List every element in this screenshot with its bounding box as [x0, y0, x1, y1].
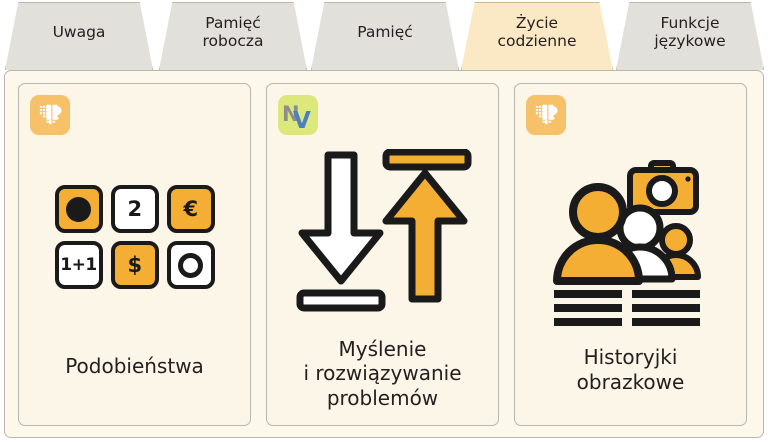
tab-pamiec[interactable]: Pamięć	[311, 2, 459, 70]
tab-pamiec-robocza[interactable]: Pamięć robocza	[159, 2, 307, 70]
card-caption: Historyjki obrazkowe	[521, 345, 740, 395]
card-caption: Myślenie i rozwiązywanie problemów	[273, 337, 492, 411]
up-down-arrows-icon	[267, 142, 498, 332]
symbol-euro: €	[166, 185, 215, 233]
tab-label: Życie codzienne	[497, 14, 577, 50]
brain-badge-icon	[30, 95, 70, 135]
card-myslenie-problemy[interactable]: N V Myślenie i ro	[266, 83, 499, 426]
card-historyjki-obrazkowe[interactable]: Historyjki obrazkowe	[514, 83, 747, 426]
ring-circle-icon	[178, 252, 203, 278]
svg-text:N: N	[282, 102, 300, 126]
camera-icon	[626, 160, 699, 215]
svg-text:V: V	[293, 108, 311, 131]
symbol-ring	[166, 241, 215, 289]
symbol-glyph: 1+1	[60, 255, 97, 275]
caption-line: obrazkowe	[576, 370, 685, 395]
people-camera-story-icon	[515, 142, 746, 332]
caption-line: Podobieństwa	[65, 354, 204, 379]
text-lines	[553, 290, 700, 326]
tab-uwaga[interactable]: Uwaga	[5, 2, 153, 70]
brain-badge-icon	[526, 95, 566, 135]
tab-label: Pamięć	[357, 22, 413, 41]
caption-line: Historyjki	[583, 345, 678, 370]
symbol-grid: 2 € 1+1 $	[54, 185, 215, 289]
tab-funkcje-jezykowe[interactable]: Funkcje językowe	[616, 2, 764, 70]
caption-line: Myślenie	[338, 336, 427, 361]
symbol-two: 2	[110, 185, 159, 233]
tab-label: Uwaga	[52, 22, 106, 41]
solid-circle-icon	[66, 196, 91, 222]
symbol-grid-icon: 2 € 1+1 $	[19, 142, 250, 332]
symbol-filled-dot	[54, 185, 103, 233]
tab-zycie-codzienne[interactable]: Życie codzienne	[461, 2, 613, 70]
symbol-dollar: $	[110, 241, 159, 289]
tab-bar: Uwaga Pamięć robocza Pamięć Życie codzie…	[0, 0, 768, 72]
card-caption: Podobieństwa	[25, 354, 244, 379]
caption-line: i rozwiązywanie	[303, 361, 462, 386]
tab-label: Pamięć robocza	[202, 14, 264, 50]
caption-line: problemów	[326, 386, 439, 411]
nv-badge-icon: N V	[278, 95, 318, 135]
symbol-one-plus-one: 1+1	[54, 241, 103, 289]
symbol-glyph: €	[183, 197, 198, 221]
tab-label: Funkcje językowe	[654, 14, 726, 50]
card-podobienstwa[interactable]: 2 € 1+1 $ Podobieńst	[18, 83, 251, 426]
symbol-glyph: $	[127, 253, 142, 277]
content-panel: 2 € 1+1 $ Podobieńst	[4, 70, 764, 438]
symbol-glyph: 2	[127, 197, 142, 221]
